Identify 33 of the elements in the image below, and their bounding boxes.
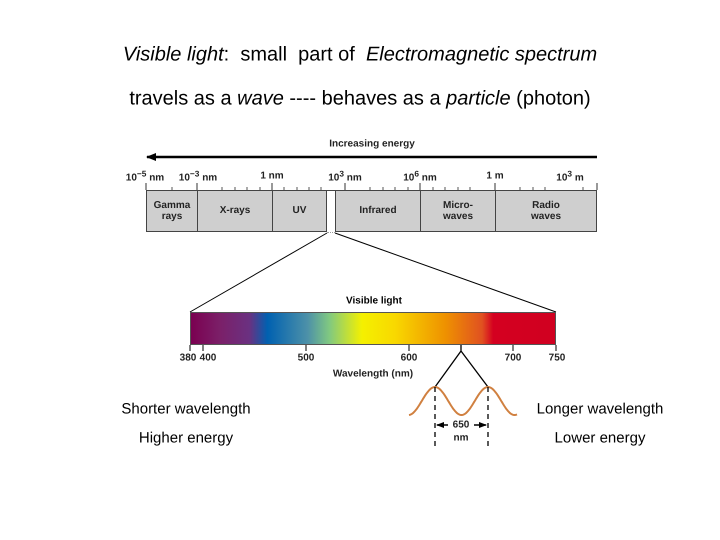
tick-label: 500: [298, 352, 314, 364]
dimension-label: 650: [452, 420, 470, 430]
spectrum-gap: [327, 190, 335, 233]
title: Visible light: small part of Electromagnetic spectrum: [122, 44, 598, 66]
tick-label: 600: [400, 352, 418, 364]
zoom-line: [334, 232, 556, 312]
tick-label: 1 m: [486, 170, 504, 182]
subtitle: travels as a wave ---- behaves as a particle (photon): [129, 88, 591, 110]
bar-heading: Visible light: [346, 296, 402, 306]
spectrum-band-cell: UV: [272, 190, 327, 232]
tick-label: 10$^{3}$ nm: [328, 168, 362, 184]
tick-label: 10$^{6}$ nm: [403, 168, 437, 184]
axis-label: Wavelength (nm): [332, 368, 414, 380]
note: Shorter wavelength: [121, 400, 251, 418]
tick-label: 1 nm: [260, 170, 284, 182]
tick-label: 380: [180, 352, 196, 364]
note: Lower energy: [554, 430, 646, 446]
tick-label: 700: [504, 352, 522, 364]
note: Longer wavelength: [536, 400, 664, 418]
tick-label: 400: [200, 352, 216, 364]
dimension-label: nm: [454, 432, 468, 444]
tick-label: 10$^{−5}$ nm: [126, 168, 164, 184]
spectrum-band-cell: X-rays: [197, 190, 272, 232]
spectrum-band-cell: Gamma rays: [146, 190, 197, 232]
axis-label: Increasing energy: [329, 138, 415, 150]
tick-label: 750: [548, 352, 566, 364]
note: Higher energy: [138, 430, 234, 446]
tick-label: 10$^{3}$ m: [556, 168, 584, 184]
zoom-line: [190, 232, 328, 312]
spectrum-band-cell: Micro- waves: [420, 190, 495, 232]
spectrum-band-cell: Radio waves: [495, 190, 597, 232]
tick-label: 10$^{−3}$ nm: [178, 168, 218, 184]
spectrum-band-cell: Infrared: [335, 190, 420, 232]
